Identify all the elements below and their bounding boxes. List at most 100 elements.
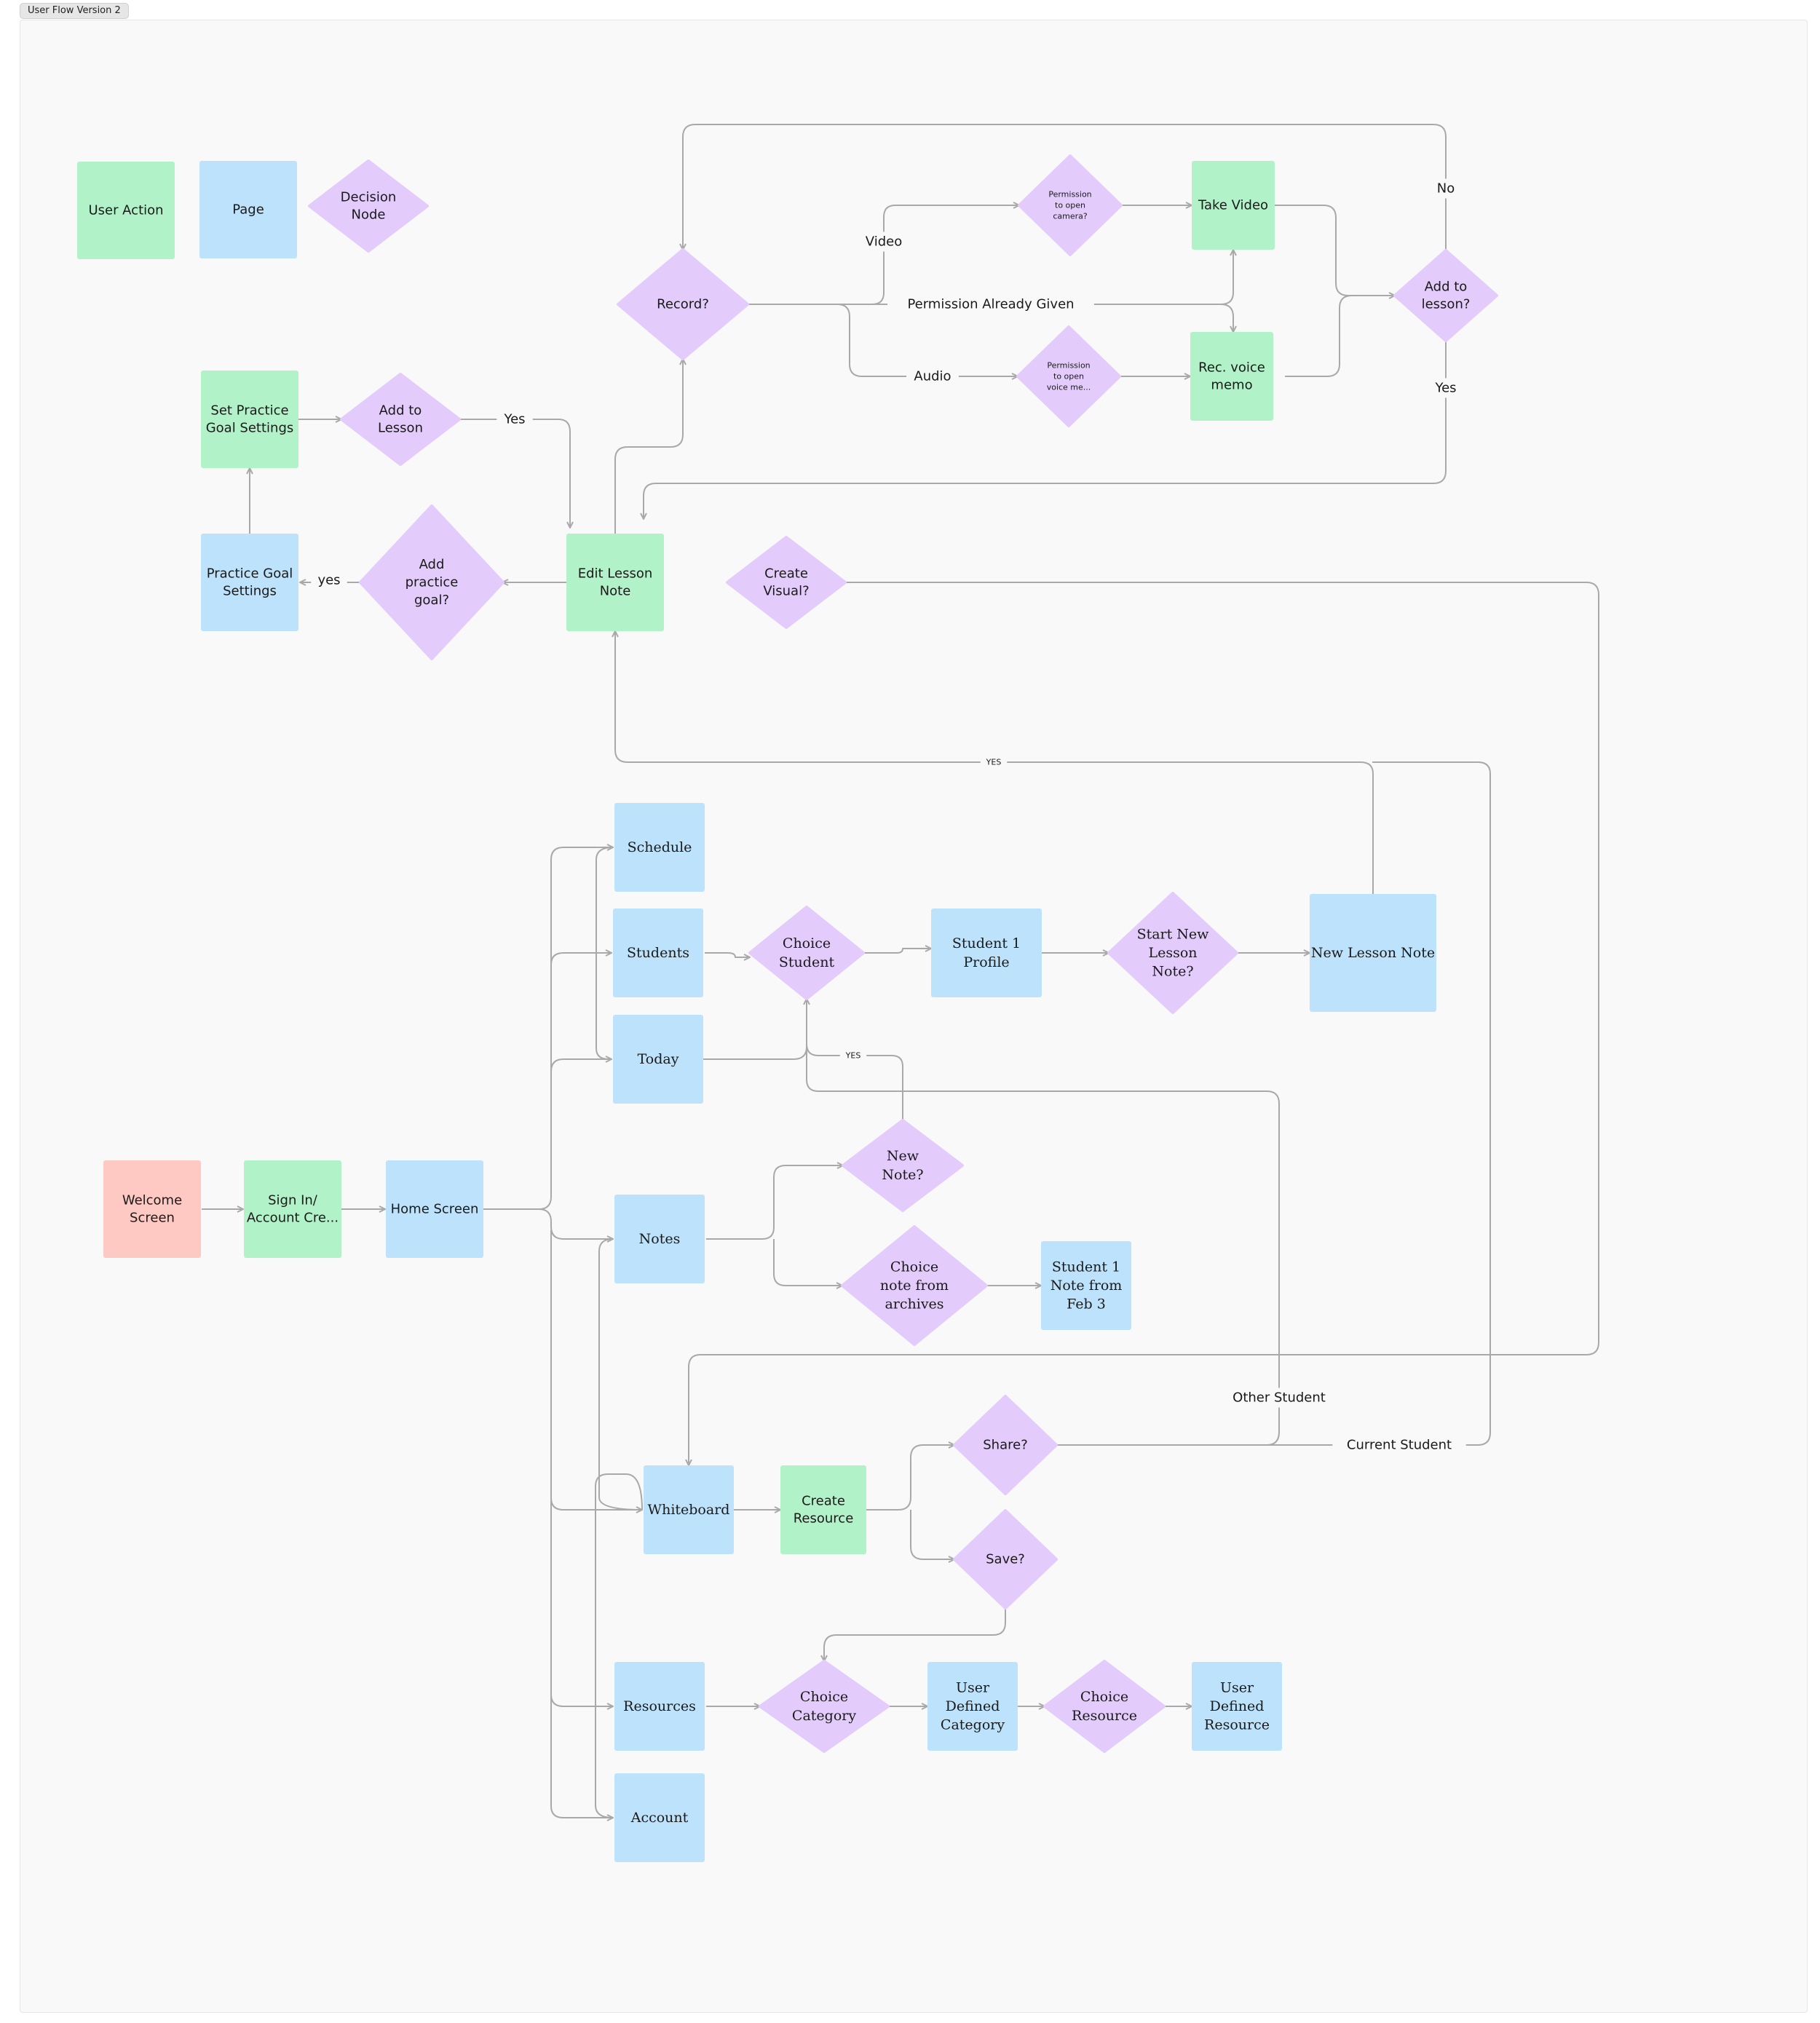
set-practice-label: Goal Settings [206, 421, 294, 436]
students-label: Students [627, 945, 689, 961]
choice-resource-label: Resource [1072, 1708, 1137, 1724]
connector-42 [748, 304, 1018, 376]
add-lesson-label: Lesson [378, 421, 423, 436]
connectors [202, 124, 1599, 1818]
share-label: Share? [983, 1438, 1028, 1453]
save-label: Save? [986, 1552, 1025, 1567]
perm-camera-label: to open [1055, 201, 1085, 210]
record-label: Record? [657, 297, 709, 312]
connector-40 [644, 341, 1447, 519]
connector-49 [1285, 295, 1395, 377]
welcome-label: Welcome [122, 1192, 182, 1208]
set-practice-shape [201, 371, 298, 468]
connector-39 [614, 359, 683, 534]
set-practice-label: Set Practice [210, 403, 288, 418]
add-to-lesson-q-label: lesson? [1422, 297, 1471, 312]
practice-settings-label: Settings [223, 584, 277, 599]
edge-label-video: Video [866, 234, 902, 250]
create-resource-label: Resource [794, 1511, 854, 1527]
choice-archive-label: archives [885, 1296, 943, 1313]
save-node: Save? [953, 1509, 1058, 1610]
whiteboard-node: Whiteboard [644, 1465, 734, 1554]
connector-14 [863, 949, 931, 954]
choice-archive-label: Choice [890, 1259, 938, 1275]
add-practice-label: practice [405, 575, 459, 590]
today-node: Today [613, 1015, 703, 1104]
add-practice-shape [359, 504, 505, 660]
edit-note-shape [566, 534, 664, 631]
edge-label-bg-current-student [1332, 1435, 1466, 1455]
account-shape [614, 1773, 705, 1862]
notes-shape [614, 1195, 705, 1283]
choice-archive-shape [841, 1225, 988, 1346]
connector-31 [1056, 761, 1491, 1446]
signin-label: Sign In/ [268, 1192, 318, 1208]
edge-label-bg-audio [906, 366, 959, 387]
user-resource-label: User [1220, 1679, 1254, 1695]
connector-11 [598, 1238, 643, 1511]
start-new-label: Lesson [1148, 945, 1197, 961]
edge-label-yes-add: Yes [1434, 381, 1456, 396]
rec-voice-label: memo [1211, 378, 1252, 393]
create-visual-label: Visual? [763, 584, 809, 599]
take-video-node: Take Video [1192, 161, 1275, 250]
leg-page-node: Page [199, 161, 297, 258]
connector-21 [773, 1239, 842, 1286]
edge-label-bg-other-student [1220, 1387, 1338, 1408]
connector-41 [683, 124, 1447, 250]
edit-note-label: Edit Lesson [578, 566, 653, 581]
signin-label: Account Cre... [247, 1211, 339, 1226]
connector-19 [806, 1048, 1280, 1446]
connector-20 [706, 1165, 843, 1240]
user-category-label: Defined [946, 1698, 1000, 1714]
user-category-shape [927, 1662, 1018, 1751]
leg-action-shape [77, 162, 175, 259]
edge-label-bg-yes-big [980, 756, 1008, 769]
connector-17 [703, 999, 807, 1060]
notes-node: Notes [614, 1195, 705, 1283]
choice-category-shape [759, 1660, 890, 1753]
connector-13 [705, 952, 750, 957]
connector-45 [1220, 304, 1233, 332]
edge-label-yes-small: YES [845, 1051, 861, 1061]
choice-student-shape [748, 906, 865, 1000]
start-new-label: Start New [1137, 926, 1210, 942]
choice-category-label: Category [792, 1708, 856, 1724]
account-node: Account [614, 1773, 705, 1862]
edge-label-bg-yes-lesson [496, 409, 533, 429]
account-label: Account [630, 1810, 689, 1826]
student-profile-shape [931, 908, 1042, 997]
student-note-label: Feb 3 [1067, 1296, 1106, 1313]
canvas [20, 20, 1808, 2013]
edge-label-yes-big: YES [986, 758, 1002, 767]
connector-33 [689, 582, 1599, 1465]
student-note-shape [1041, 1241, 1131, 1330]
connector-12 [595, 1473, 643, 1818]
edit-note-label: Note [600, 584, 631, 599]
connector-4 [550, 953, 612, 965]
frame-title: User Flow Version 2 [20, 3, 129, 19]
choice-student-label: Student [779, 954, 835, 970]
student-note-label: Student 1 [1052, 1259, 1120, 1275]
new-note-page-label: New Lesson Note [1311, 945, 1435, 961]
add-practice-label: goal? [414, 593, 449, 608]
edge-label-bg-video [858, 231, 910, 252]
create-resource-shape [780, 1465, 866, 1554]
student-note-label: Note from [1051, 1278, 1123, 1294]
perm-voice-label: to open [1053, 372, 1084, 381]
connector-10 [596, 847, 614, 1060]
perm-camera-shape [1018, 154, 1123, 256]
signin-shape [244, 1160, 341, 1258]
